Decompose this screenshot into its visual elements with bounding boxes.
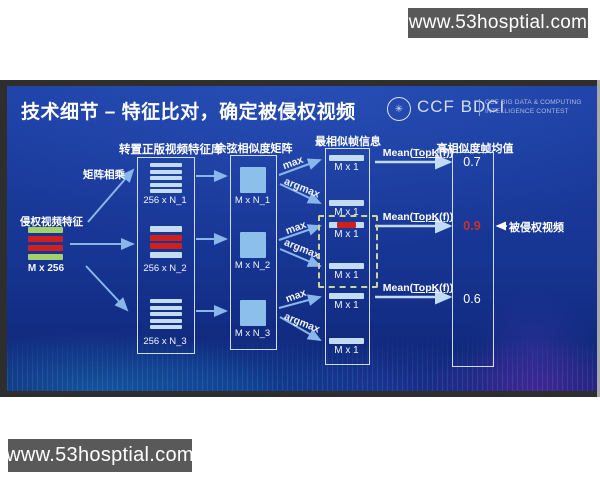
mean-topk-label: Mean(TopK(f)) [376,211,460,223]
library-bar [150,176,182,180]
library-bar [150,189,182,193]
cosine-matrix-2-label: M x N_2 [234,260,271,271]
frame-info-box [325,148,370,365]
logo-tagline-line2: INTELLIGENCE CONTEST [485,107,569,115]
library-stack-3-label: 256 x N_3 [143,336,187,347]
frame-bar-5-label: M x 1 [334,300,359,311]
mean-topk-label: Mean(TopK(f)) [376,282,460,294]
infringing-features-label: 侵权视频特征 [20,216,83,228]
mean-arrows [375,154,453,305]
frame-bar-6-label: M x 1 [334,345,359,356]
library-box [137,157,195,354]
input-arrows [70,168,135,312]
feature-bar [28,236,63,242]
library-bar [150,312,182,316]
library-bar [150,163,182,167]
result-value-3: 0.6 [463,292,481,306]
library-bar-match [150,243,182,249]
library-bar [150,318,182,323]
ccf-seal-icon: ✳ [387,97,411,121]
frame-bar [329,338,364,344]
feature-bar [28,254,63,260]
cosine-box [230,155,277,350]
library-bar [150,251,182,258]
mean-topk: TopK(f) [413,282,450,294]
mean-prefix: Mean( [382,282,414,294]
result-value-2-highlighted: 0.9 [463,219,481,233]
frame-bar [329,263,364,269]
library-bar [150,182,182,187]
logo-tagline-line1: CCF BIG DATA & COMPUTING [485,99,582,106]
library-bar [150,299,182,303]
logo-tagline: CCF BIG DATA & COMPUTING INTELLIGENCE CO… [485,99,582,116]
library-column-header: 转置正版视频特征库 [119,144,223,156]
slide: 技术细节 – 特征比对，确定被侵权视频 ✳ CCF BDCI CCF BIG D… [7,86,597,391]
mean-suffix: ) [449,211,454,223]
frame-bar-red-segment [337,222,356,228]
match-highlight-dashed-box [318,215,378,288]
frame-bar-2-label: M x 1 [334,207,359,218]
frame-bar-4-label: M x 1 [334,270,359,281]
frame-bar [329,155,364,161]
infringed-video-annotation: 被侵权视频 [509,222,564,234]
mean-topk-label: Mean(TopK(f)) [376,147,460,159]
results-box [452,152,494,367]
mean-topk: TopK(f) [413,211,450,223]
frames-column-header: 最相似帧信息 [315,136,381,148]
frame-bar [329,200,364,206]
library-bar [150,305,182,310]
flow-arrows [70,154,507,341]
mean-suffix: ) [449,282,454,294]
library-bar [150,325,182,329]
cosine-matrix-1 [240,167,266,193]
watermark-bottom-text: www.53hosptial.com [6,444,194,466]
watermark-top: www.53hosptial.com [408,8,588,38]
particle-lines-decoration [7,336,597,391]
query-matrix-size-label: M x 256 [27,263,65,274]
cosine-matrix-3 [240,300,266,326]
watermark-bottom: www.53hosptial.com [6,439,194,472]
cosine-matrix-1-label: M x N_1 [234,195,271,206]
library-to-cosine-arrows [196,170,228,317]
feature-bar [28,245,63,251]
frame-bar-1-label: M x 1 [334,162,359,173]
cosine-matrix-3-label: M x N_3 [234,328,271,339]
ccf-bdci-logo-text: CCF BDCI [417,97,506,116]
mean-topk: TopK(f) [413,147,450,159]
watermark-top-text: www.53hosptial.com [408,12,588,33]
library-bar [150,169,182,174]
library-stack-1-label: 256 x N_1 [143,195,187,206]
result-value-1: 0.7 [463,155,481,169]
mean-prefix: Mean( [382,147,414,159]
slide-title: 技术细节 – 特征比对，确定被侵权视频 [21,102,356,123]
particle-wave-decoration [7,306,597,391]
matrix-multiply-label: 矩阵相乘 [83,169,125,181]
frame-bar-3-label: M x 1 [334,229,359,240]
cosine-matrix-2 [240,232,266,258]
library-bar-match [150,234,182,241]
frame-bar-highlighted [329,222,364,228]
library-stack-2-label: 256 x N_2 [143,263,187,274]
slide-frame-edge [597,80,600,397]
logo-separator [479,99,480,116]
feature-bar [28,227,63,233]
mean-prefix: Mean( [382,211,414,223]
frame-bar [329,293,364,299]
cosine-column-header: 余弦相似度矩阵 [215,143,293,155]
max-argmax-arrows [278,158,322,341]
library-bar [150,226,182,232]
mean-suffix: ) [449,147,454,159]
purple-haze-decoration [437,256,597,391]
